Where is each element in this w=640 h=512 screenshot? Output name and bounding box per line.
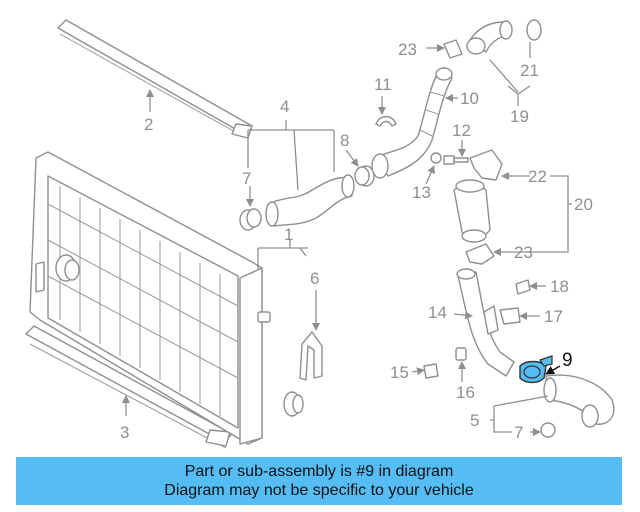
fitting-part xyxy=(499,307,521,325)
callout-6: 6 xyxy=(310,269,319,288)
bolt-part xyxy=(515,279,531,295)
callout-22: 22 xyxy=(528,167,547,186)
callout-13: 13 xyxy=(412,183,431,202)
bolt-part xyxy=(430,152,469,165)
bolt-part xyxy=(423,363,439,379)
nut-part xyxy=(455,347,467,361)
callout-17: 17 xyxy=(544,307,563,326)
callout-5: 5 xyxy=(470,411,479,430)
highlighted-clamp-part-9 xyxy=(519,355,553,384)
info-banner: Part or sub-assembly is #9 in diagram Di… xyxy=(16,457,622,505)
clamp-part xyxy=(246,208,262,228)
clamp-part xyxy=(354,166,370,186)
callout-2: 2 xyxy=(144,115,153,134)
callout-15: 15 xyxy=(390,363,409,382)
hose-clamp-part xyxy=(299,331,323,381)
bracket-part xyxy=(469,149,503,181)
banner-line-2: Diagram may not be specific to your vehi… xyxy=(164,482,474,499)
callout-labels: 23 21 11 10 19 4 2 8 12 7 13 22 20 1 23 … xyxy=(120,40,593,442)
bracket-part xyxy=(465,243,495,265)
callout-12: 12 xyxy=(452,121,471,140)
callout-4: 4 xyxy=(280,97,289,116)
leader-lines xyxy=(122,42,572,436)
callout-3: 3 xyxy=(120,423,129,442)
callout-14: 14 xyxy=(428,303,447,322)
charge-pipe-part xyxy=(371,67,453,179)
callout-7-lower: 7 xyxy=(514,423,523,442)
callout-23-lower: 23 xyxy=(514,243,533,262)
callout-1: 1 xyxy=(284,225,293,244)
callout-9-highlighted: 9 xyxy=(562,350,573,371)
callout-11: 11 xyxy=(374,75,392,94)
lower-hose-part xyxy=(540,374,615,438)
callout-18: 18 xyxy=(550,277,569,296)
parts-diagram: 23 21 11 10 19 4 2 8 12 7 13 22 20 1 23 … xyxy=(25,19,615,449)
callout-23: 23 xyxy=(398,40,417,59)
lower-pipe-part xyxy=(456,268,515,377)
middle-hose-part xyxy=(453,179,491,243)
top-hose-part xyxy=(443,19,542,59)
callout-10: 10 xyxy=(460,89,479,108)
intercooler-part xyxy=(29,151,304,445)
upper-bracket-part xyxy=(57,19,253,139)
callout-7: 7 xyxy=(242,169,251,188)
callout-8: 8 xyxy=(340,131,349,150)
banner-line-1: Part or sub-assembly is #9 in diagram xyxy=(184,463,454,480)
callout-20: 20 xyxy=(574,195,593,214)
callout-21: 21 xyxy=(520,61,539,80)
clip-part xyxy=(375,115,397,127)
callout-19: 19 xyxy=(510,107,529,126)
callout-16: 16 xyxy=(456,383,475,402)
